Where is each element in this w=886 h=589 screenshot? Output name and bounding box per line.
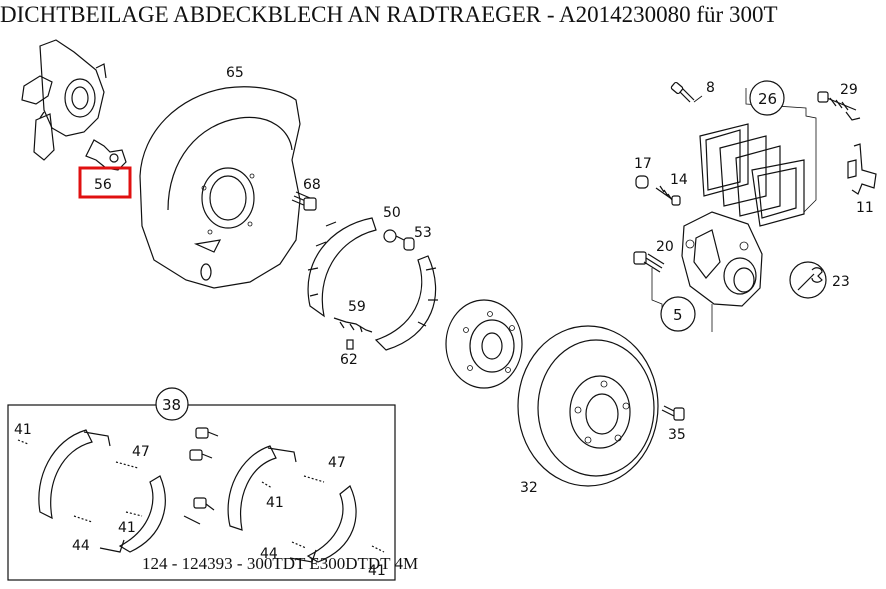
- part-label-14[interactable]: 14: [670, 172, 688, 188]
- kit-label-41-c[interactable]: 41: [266, 495, 284, 511]
- wheel-carrier-drawing: [21, 39, 107, 161]
- part-label-5[interactable]: 5: [673, 306, 683, 324]
- part-label-20[interactable]: 20: [656, 239, 674, 255]
- kit-label-41-a[interactable]: 41: [14, 422, 32, 438]
- pin-8-drawing: [670, 81, 703, 103]
- part-label-35[interactable]: 35: [668, 427, 686, 443]
- callout-circle-38: [155, 387, 189, 421]
- kit-label-44-a[interactable]: 44: [72, 538, 90, 554]
- bleeder-14-drawing: [655, 185, 681, 206]
- part-label-32[interactable]: 32: [520, 480, 538, 496]
- part-label-38[interactable]: 38: [162, 396, 181, 414]
- part-label-56[interactable]: 56: [94, 177, 112, 193]
- kit-label-44-b[interactable]: 44: [260, 546, 278, 562]
- part-label-59[interactable]: 59: [348, 299, 366, 315]
- part-label-8[interactable]: 8: [706, 80, 715, 96]
- part-label-68[interactable]: 68: [303, 177, 321, 193]
- callout-circle-5: [660, 296, 696, 332]
- part-label-23[interactable]: 23: [832, 274, 850, 290]
- bolt-68-drawing: [291, 191, 317, 211]
- kit-label-41-b[interactable]: 41: [118, 520, 136, 536]
- clip-11-drawing: [847, 143, 877, 195]
- pin-29-drawing: [817, 91, 861, 121]
- screw-35-drawing: [661, 405, 685, 421]
- parking-brake-shoes-drawing: [307, 217, 438, 351]
- part-label-17[interactable]: 17: [634, 156, 652, 172]
- cap-17-drawing: [635, 175, 649, 189]
- model-footer: 124 - 124393 - 300TDT E300DTDT 4M: [142, 554, 419, 573]
- kit-label-47-b[interactable]: 47: [328, 455, 346, 471]
- part-label-50[interactable]: 50: [383, 205, 401, 221]
- kit-label-41-d[interactable]: 41: [368, 563, 386, 579]
- part-label-65[interactable]: 65: [226, 65, 244, 81]
- wrench-icon: [789, 261, 827, 299]
- kit-label-47-a[interactable]: 47: [132, 444, 150, 460]
- callout-circle-26: [749, 80, 785, 116]
- gasket-56-drawing: [85, 139, 127, 171]
- kit-38-frame: [7, 404, 396, 581]
- kit-38-brake-shoe-set-drawing: [17, 427, 385, 563]
- brake-pads-26-drawing: [699, 88, 817, 227]
- bolt-20-drawing: [633, 251, 665, 273]
- part-label-53[interactable]: 53: [414, 225, 432, 241]
- wheel-hub-drawing: [445, 299, 523, 389]
- part-56-highlight-box: [78, 166, 132, 199]
- part-label-62[interactable]: 62: [340, 352, 358, 368]
- part-label-29[interactable]: 29: [840, 82, 858, 98]
- brake-disc-32-drawing: [517, 325, 659, 487]
- part-label-26[interactable]: 26: [758, 90, 777, 108]
- page-title: DICHTBEILAGE ABDECKBLECH AN RADTRAEGER -…: [0, 2, 778, 27]
- cover-plate-65-drawing: [139, 86, 301, 289]
- part-label-11[interactable]: 11: [856, 200, 874, 216]
